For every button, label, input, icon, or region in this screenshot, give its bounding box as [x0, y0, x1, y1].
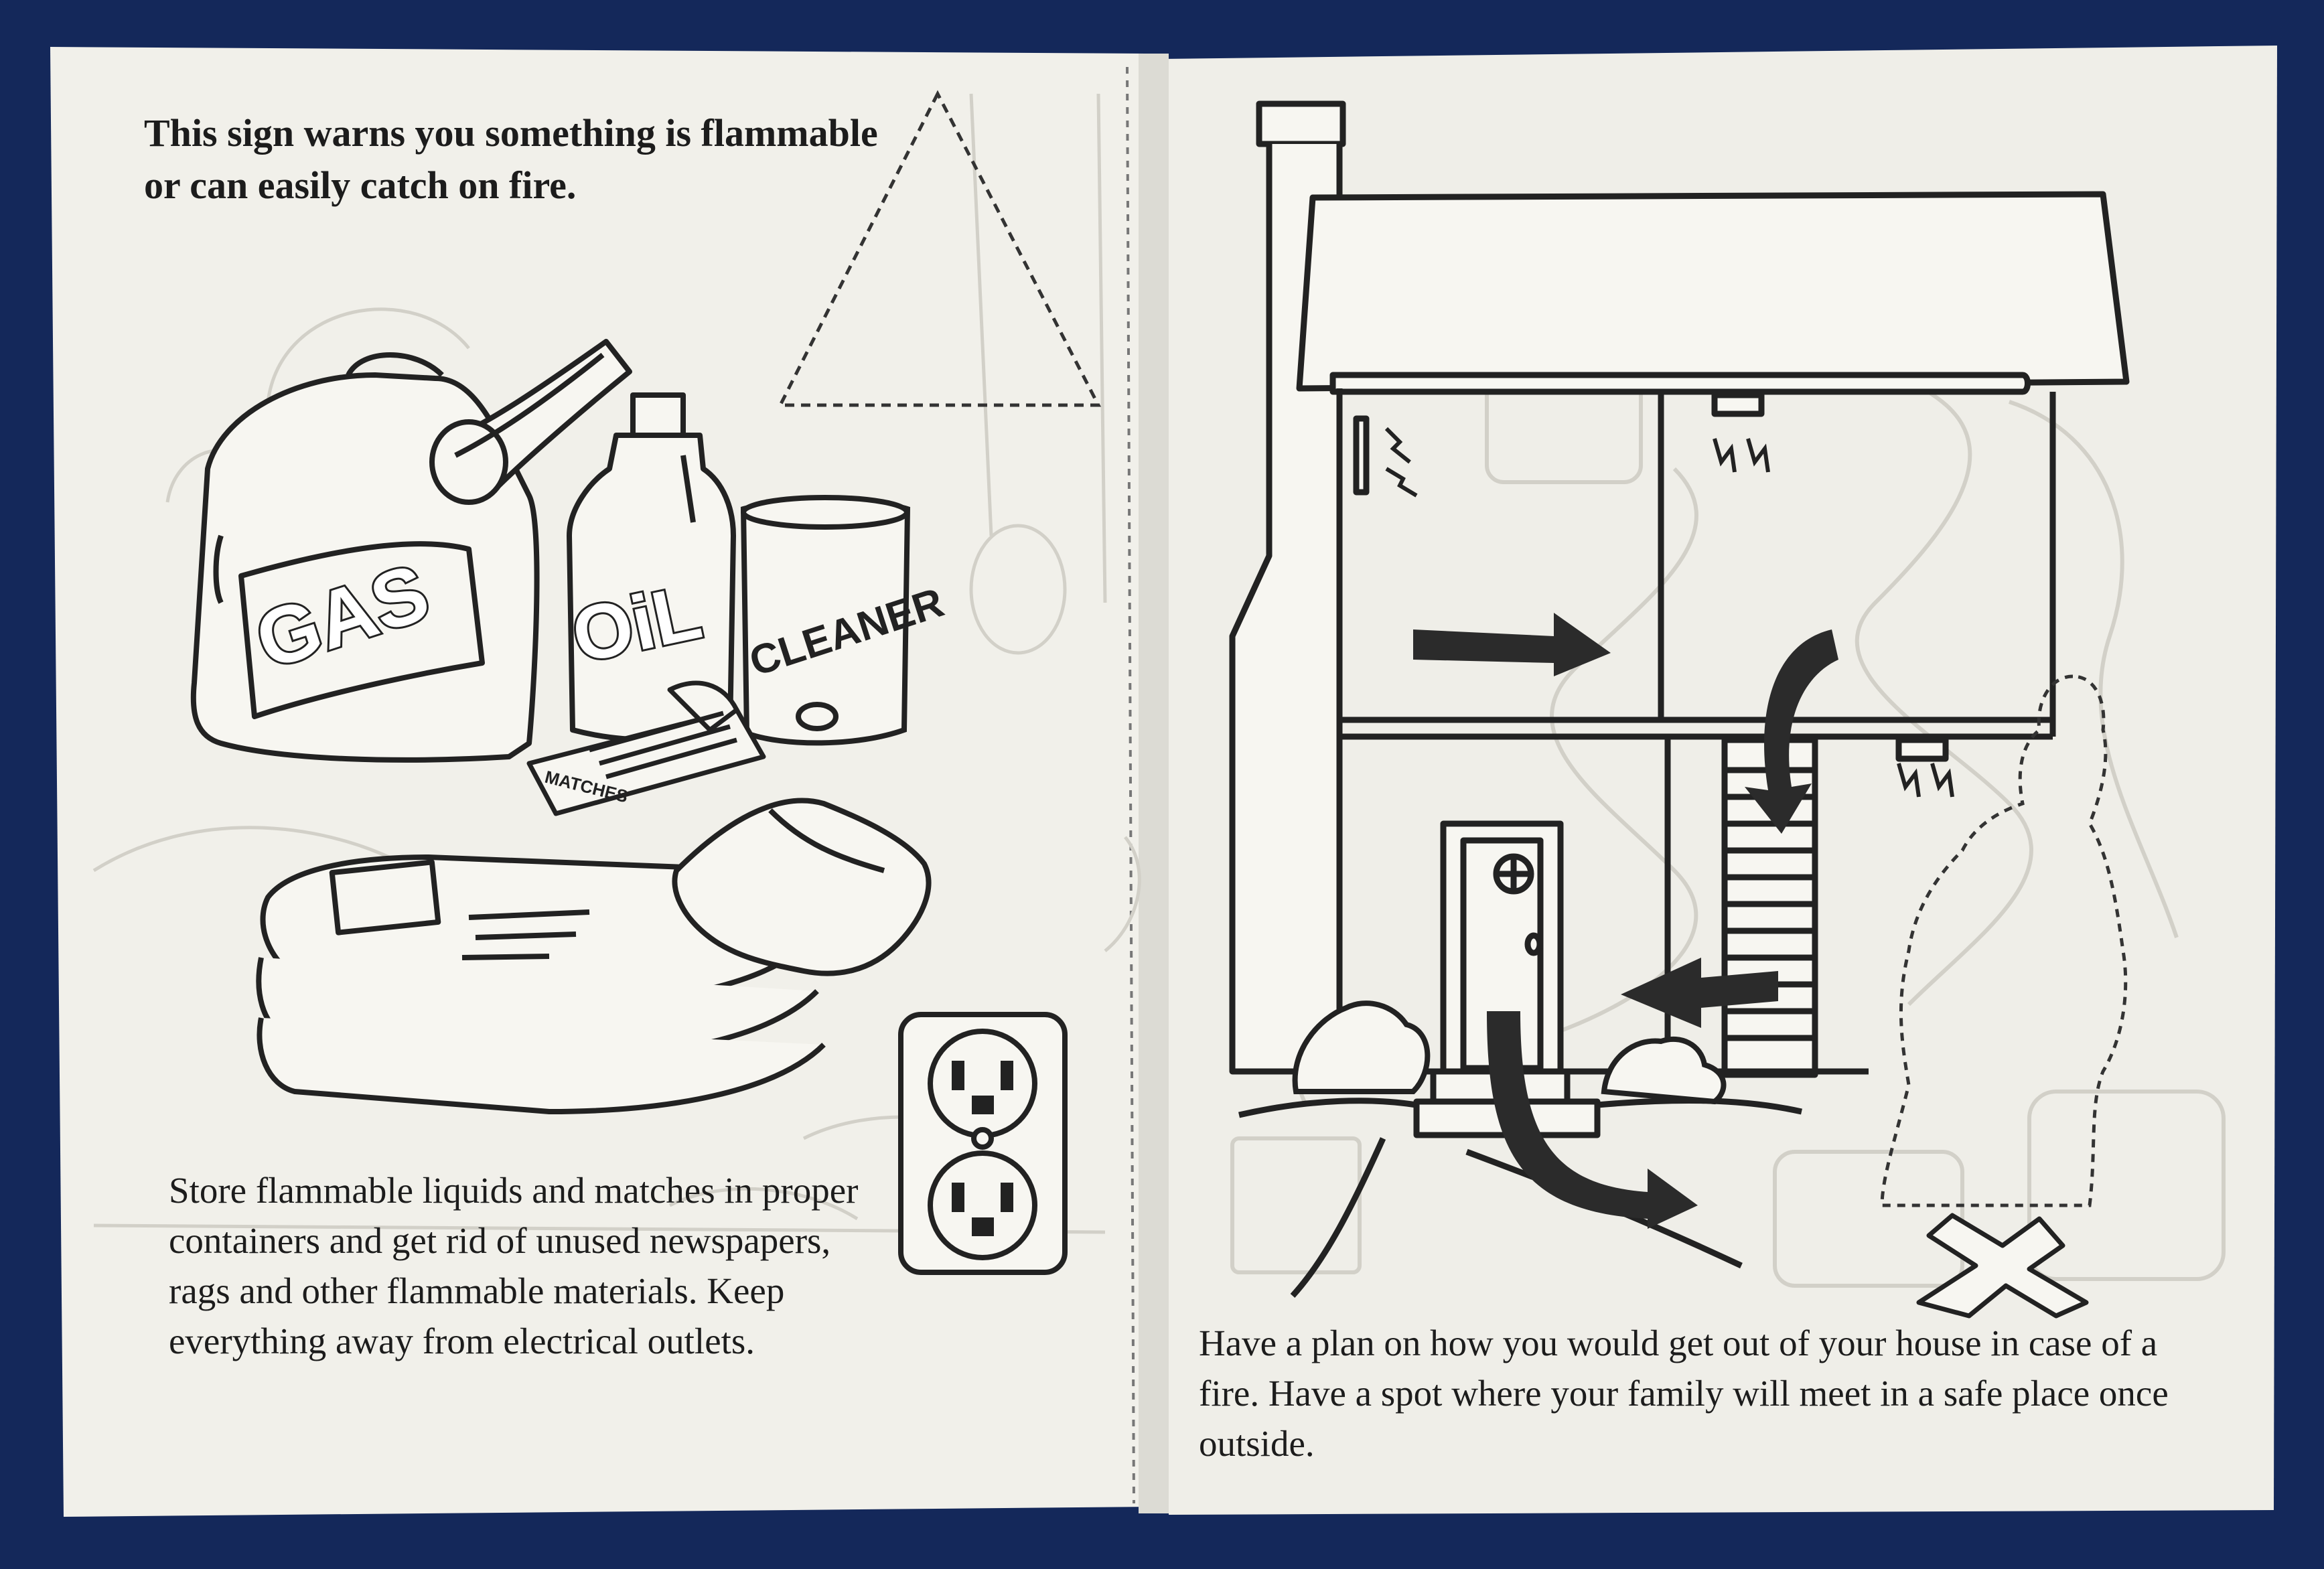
electrical-outlet-drawing [898, 1012, 1068, 1275]
newspaper-stack-drawing [256, 854, 826, 1114]
bushes-drawing [1292, 1000, 1727, 1105]
right-page-body-text: Have a plan on how you would get out of … [1199, 1323, 2169, 1464]
meeting-spot-x [1916, 1213, 2089, 1319]
rag-drawing [672, 798, 932, 976]
matchbook-drawing [526, 680, 766, 816]
warning-triangle-outline [777, 90, 1102, 407]
left-page-heading: This sign warns you something is flammab… [144, 111, 878, 207]
cleaner-can-drawing [740, 495, 911, 746]
person-outline-dashed [1880, 674, 2128, 1207]
alarm-sparks [1384, 427, 1954, 798]
oil-bottle-drawing [567, 392, 736, 743]
left-page-body-text: Store flammable liquids and matches in p… [169, 1170, 859, 1361]
right-page [1162, 46, 2277, 1515]
perforation-line [1126, 66, 1135, 1504]
escape-arrows [1413, 613, 1838, 1229]
house-drawing [1229, 100, 2130, 1298]
gas-can-drawing [190, 339, 632, 763]
spine-shadow [1139, 54, 1169, 1513]
